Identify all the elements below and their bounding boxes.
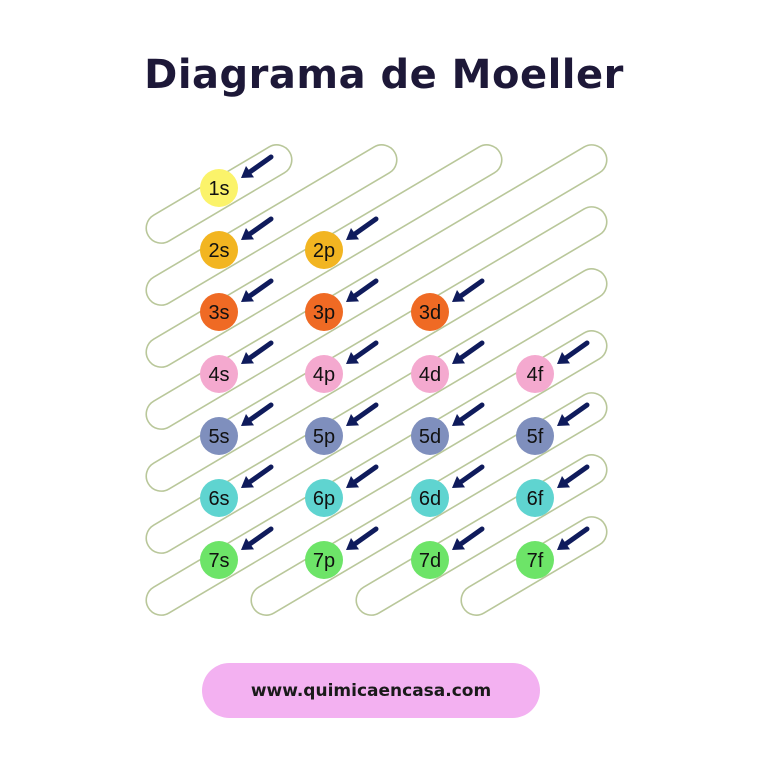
orbital-4d: 4d (411, 355, 449, 393)
orbital-7f: 7f (516, 541, 554, 579)
arrow-icon (241, 278, 274, 302)
orbital-4p: 4p (305, 355, 343, 393)
orbital-3d: 3d (411, 293, 449, 331)
orbital-2p: 2p (305, 231, 343, 269)
orbital-5d: 5d (411, 417, 449, 455)
svg-text:2p: 2p (313, 240, 335, 262)
svg-text:6s: 6s (208, 488, 229, 510)
svg-text:1s: 1s (208, 178, 229, 200)
orbital-3s: 3s (200, 293, 238, 331)
arrow-icon (241, 154, 274, 178)
arrow-icon (241, 464, 274, 488)
svg-text:5p: 5p (313, 426, 335, 448)
arrow-icon (241, 216, 274, 240)
orbital-6d: 6d (411, 479, 449, 517)
orbital-7d: 7d (411, 541, 449, 579)
arrow-icon (557, 526, 590, 550)
orbital-diagonal-loop (145, 144, 608, 430)
orbital-diagonal-loop (145, 144, 398, 306)
arrow-icon (241, 340, 274, 364)
arrow-icon (346, 216, 379, 240)
svg-text:4p: 4p (313, 364, 335, 386)
orbital-5p: 5p (305, 417, 343, 455)
orbital-2s: 2s (200, 231, 238, 269)
arrow-icon (452, 402, 485, 426)
svg-text:7d: 7d (419, 550, 441, 572)
svg-text:2s: 2s (208, 240, 229, 262)
orbital-4s: 4s (200, 355, 238, 393)
arrow-icon (452, 526, 485, 550)
orbital-diagonal-loop (145, 144, 503, 368)
arrows (241, 154, 590, 550)
orbital-5s: 5s (200, 417, 238, 455)
orbital-diagonal-loop (145, 330, 608, 616)
orbital-diagonal-loop (145, 206, 608, 492)
svg-text:3p: 3p (313, 302, 335, 324)
svg-text:7p: 7p (313, 550, 335, 572)
svg-text:3d: 3d (419, 302, 441, 324)
orbital-7s: 7s (200, 541, 238, 579)
arrow-icon (241, 402, 274, 426)
orbital-5f: 5f (516, 417, 554, 455)
svg-text:4f: 4f (527, 364, 544, 386)
orbital-6s: 6s (200, 479, 238, 517)
arrow-icon (241, 526, 274, 550)
svg-text:5f: 5f (527, 426, 544, 448)
arrow-icon (346, 340, 379, 364)
orbital-diagonal-loop (355, 454, 608, 616)
page-title: Diagrama de Moeller (144, 52, 624, 98)
orbital-7p: 7p (305, 541, 343, 579)
orbital-diagonal-loop (145, 268, 608, 554)
svg-text:6d: 6d (419, 488, 441, 510)
orbital-4f: 4f (516, 355, 554, 393)
orbital-diagonal-loop (460, 516, 608, 616)
arrow-icon (346, 278, 379, 302)
svg-text:4d: 4d (419, 364, 441, 386)
orbital-3p: 3p (305, 293, 343, 331)
arrow-icon (346, 464, 379, 488)
arrow-icon (557, 464, 590, 488)
orbital-6p: 6p (305, 479, 343, 517)
arrow-icon (452, 340, 485, 364)
svg-text:6f: 6f (527, 488, 544, 510)
svg-text:7s: 7s (208, 550, 229, 572)
orbital-6f: 6f (516, 479, 554, 517)
svg-text:5d: 5d (419, 426, 441, 448)
svg-text:3s: 3s (208, 302, 229, 324)
arrow-icon (557, 340, 590, 364)
svg-text:4s: 4s (208, 364, 229, 386)
arrow-icon (346, 526, 379, 550)
orbital-diagonal-loop (145, 144, 293, 244)
svg-text:6p: 6p (313, 488, 335, 510)
arrow-icon (452, 278, 485, 302)
website-link-button[interactable]: www.quimicaencasa.com (202, 663, 540, 718)
orbital-diagonal-loop (250, 392, 608, 616)
svg-text:7f: 7f (527, 550, 544, 572)
orbitals: 1s 2s 2p 3s 3p 3d 4s 4p 4d 4f 5s 5p 5d 5f 6s 6p 6d 6f 7s 7p… (200, 169, 554, 579)
diagonal-lines (145, 144, 608, 616)
website-url: www.quimicaencasa.com (250, 680, 492, 701)
arrow-icon (346, 402, 379, 426)
arrow-icon (557, 402, 590, 426)
arrow-icon (452, 464, 485, 488)
orbital-1s: 1s (200, 169, 238, 207)
svg-text:5s: 5s (208, 426, 229, 448)
